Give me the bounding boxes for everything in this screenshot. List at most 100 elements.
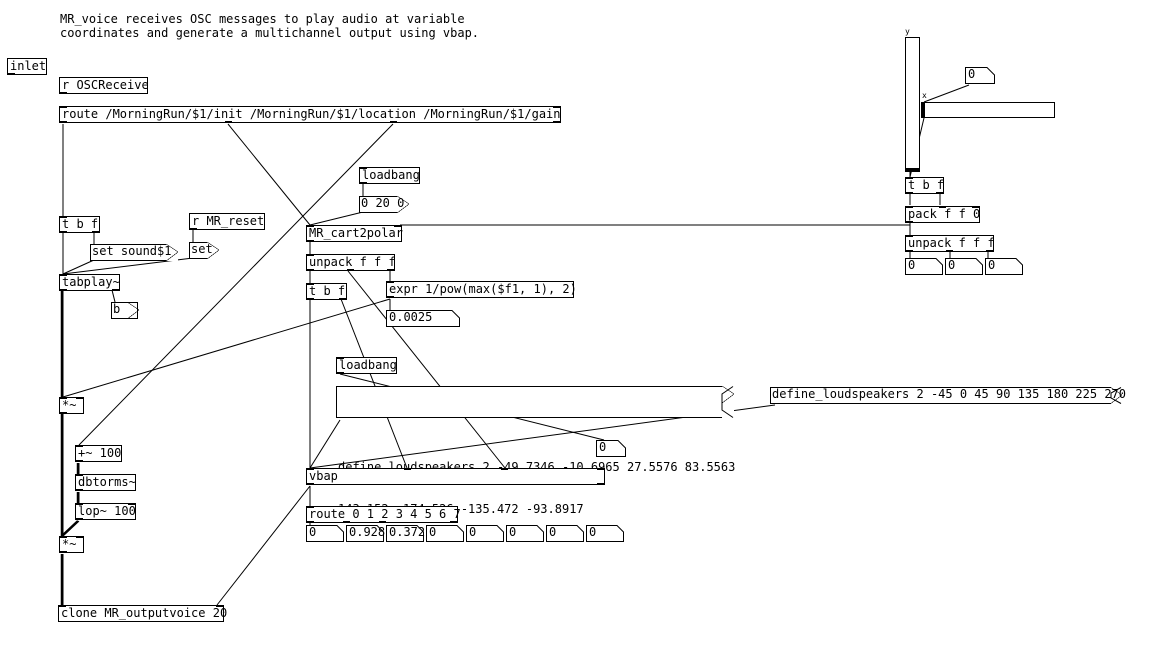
y-slider-knob [906,168,919,171]
route-out-number-3[interactable]: 0 [426,525,464,542]
unpack-out-number-2[interactable]: 0 [985,258,1023,275]
header-comment: MR_voice receives OSC messages to play a… [60,12,480,40]
route-out-value: 0 [309,525,317,539]
signal-cord [61,520,79,537]
route-out-number-2[interactable]: 0.372 [386,525,426,542]
r-osc-label: r OSCReceive [62,78,149,92]
unpack-object-1[interactable]: unpack f f f [306,254,396,271]
lop-object[interactable]: lop~ 100 [75,503,136,520]
route-out-value: 0 [429,525,437,539]
loadbang-label-2: loadbang [339,358,397,372]
cord [227,123,311,226]
route-out-value: 0.372 [389,525,426,539]
x-slider-knob [922,103,925,117]
tabplay-object[interactable]: tabplay~ [59,274,120,291]
unpack-object-2[interactable]: unpack f f f [905,235,995,252]
msg-b[interactable]: b [111,302,139,319]
cord [923,84,970,103]
dbtorms-label: dbtorms~ [78,475,136,489]
unpack-out-number-0[interactable]: 0 [905,258,943,275]
tbf-right-object[interactable]: t b f [905,177,944,194]
msg-set-label: set [191,242,213,256]
cord [62,520,80,537]
top-right-number-box[interactable]: 0 [965,67,995,84]
msg-define-loudspeakers-1[interactable]: define_loudspeakers 2 -49.7346 -10.6965 … [336,386,735,516]
cord [309,211,364,226]
route-out-number-0[interactable]: 0 [306,525,344,542]
loadbang-object-1[interactable]: loadbang [359,167,420,184]
r-reset-label: r MR_reset [192,214,265,228]
cart2polar-object[interactable]: MR_cart2polar [306,225,403,242]
tbf-left-label: t b f [62,217,99,231]
route-out-value: 0 [589,525,597,539]
unpack-out-value: 0 [948,258,956,272]
tbf-mid-object[interactable]: t b f [306,283,347,300]
plus100-label: +~ 100 [78,446,122,460]
msg-set[interactable]: set [189,242,219,259]
unpack-label-2: unpack f f f [908,236,995,250]
mult-object-1[interactable]: *~ [59,397,84,414]
tbf-mid-label: t b f [309,284,346,298]
route-channels-object[interactable]: route 0 1 2 3 4 5 6 7 [306,506,461,523]
route-osc-object[interactable]: route /MorningRun/$1/init /MorningRun/$1… [59,106,561,123]
x-slider-label: x [922,91,927,100]
plus100-object[interactable]: +~ 100 [75,445,122,462]
route-out-number-7[interactable]: 0 [586,525,624,542]
cord [309,419,341,469]
top-right-number-value: 0 [968,67,976,81]
unpack-out-value: 0 [908,258,916,272]
route-out-number-4[interactable]: 0 [466,525,504,542]
cord [62,259,95,275]
cord [216,485,311,606]
route-out-value: 0 [509,525,517,539]
dbtorms-object[interactable]: dbtorms~ [75,474,136,491]
cord [111,289,116,303]
expr-object[interactable]: expr 1/pow(max($f1, 1), 2) [386,281,577,298]
msg-define-ls-2-label: define_loudspeakers 2 -45 0 45 90 135 18… [772,387,1127,401]
clone-label: clone MR_outputvoice 20 [61,606,228,620]
tbf-right-label: t b f [908,178,945,192]
inlet-label: inlet [10,59,47,73]
lop-label: lop~ 100 [78,504,136,518]
unpack-out-number-1[interactable]: 0 [945,258,983,275]
loadbang-label: loadbang [362,168,420,182]
pack-object[interactable]: pack f f 0 [905,206,980,223]
gain-number-box[interactable]: 0.0025 [386,310,460,327]
msg-set-sound-label: set sound$1 [92,244,172,258]
route-out-value: 0.928 [349,525,386,539]
msg-set-sound[interactable]: set sound$1 [90,244,178,261]
route-out-number-5[interactable]: 0 [506,525,544,542]
msg-define-loudspeakers-2[interactable]: define_loudspeakers 2 -45 0 45 90 135 18… [770,387,1126,404]
x-horizontal-slider[interactable] [921,102,1055,118]
mult-object-2[interactable]: *~ [59,536,84,553]
route-channels-label: route 0 1 2 3 4 5 6 7 [309,507,461,521]
route-out-value: 0 [549,525,557,539]
gain-number-value: 0.0025 [389,310,433,324]
loadbang-object-2[interactable]: loadbang [336,357,397,374]
vbap-number-box[interactable]: 0 [596,440,626,457]
tabplay-label: tabplay~ [62,275,120,289]
inlet-object[interactable]: inlet [7,58,47,75]
tbf-left-object[interactable]: t b f [59,216,100,233]
msg-b-label: b [113,302,121,316]
r-reset-object[interactable]: r MR_reset [189,213,265,230]
expr-label: expr 1/pow(max($f1, 1), 2) [389,282,577,296]
clone-object[interactable]: clone MR_outputvoice 20 [58,605,228,622]
pack-label: pack f f 0 [908,207,981,221]
unpack-label: unpack f f f [309,255,396,269]
r-osc-object[interactable]: r OSCReceive [59,77,149,94]
y-vertical-slider[interactable] [905,37,920,172]
mult-label-2: *~ [62,537,77,551]
vbap-label: vbap [309,469,338,483]
vbap-number-value: 0 [599,440,607,454]
cart2polar-label: MR_cart2polar [309,226,403,240]
vbap-object[interactable]: vbap [306,468,605,485]
msg-0-20-0-label: 0 20 0 [361,196,405,210]
msg-0-20-0[interactable]: 0 20 0 [359,196,409,213]
route-out-number-1[interactable]: 0.928 [346,525,386,542]
unpack-out-value: 0 [988,258,996,272]
route-out-number-6[interactable]: 0 [546,525,584,542]
route-osc-label: route /MorningRun/$1/init /MorningRun/$1… [62,107,561,121]
